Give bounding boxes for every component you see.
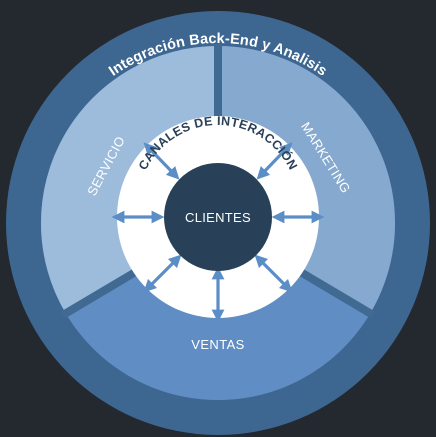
arrow-upper-left xyxy=(143,142,180,180)
arrow-upper-right xyxy=(256,142,293,180)
clientes-circle xyxy=(164,163,272,271)
arrow-lower-right xyxy=(254,254,293,293)
ventas-label: VENTAS xyxy=(191,337,244,352)
arrow-lower-left xyxy=(143,254,182,293)
clientes-label: CLIENTES xyxy=(185,210,251,225)
interaction-arrows xyxy=(111,142,325,323)
